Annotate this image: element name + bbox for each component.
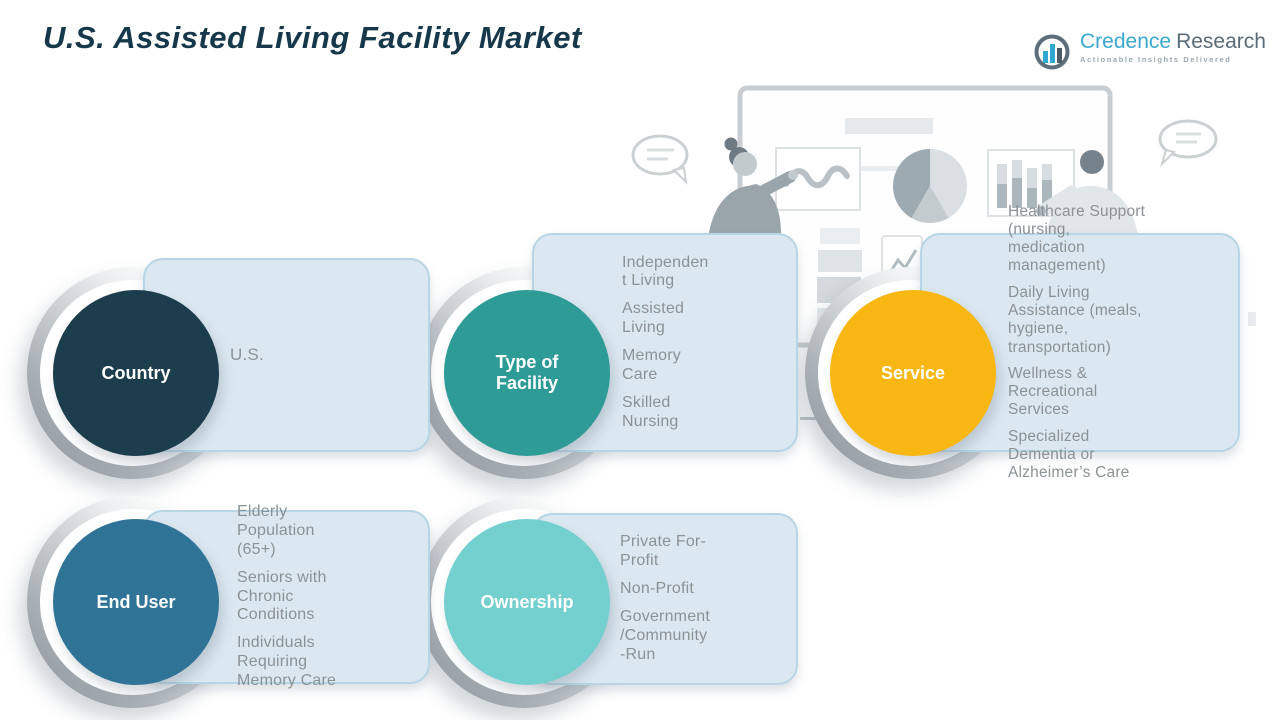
segment-circle-type-of-facility: Type of Facility [444,290,610,456]
brand-tagline: Actionable Insights Delivered [1080,55,1232,64]
list-item: Government/Community-Run [620,608,711,663]
list-item: Daily Living Assistance (meals, hygiene,… [1008,283,1142,356]
list-item: Individuals Requiring Memory Care [237,634,337,690]
brand-name-primary: Credence [1080,30,1172,53]
segment-circle-end-user: End User [53,519,219,685]
brand-name-secondary: Research [1176,30,1266,53]
page-title: U.S. Assisted Living Facility Market [43,20,582,55]
segment-items-service: Healthcare Support (nursing, medication … [922,203,1150,482]
segment-circle-country: Country [53,290,219,456]
list-item: Wellness & Recreational Services [1008,364,1098,419]
pie-chart [893,149,967,223]
list-item: Assisted Living [622,300,685,337]
segment-circle-ownership: Ownership [444,519,610,685]
list-item: Skilled Nursing [622,393,679,430]
bar-chart-circle-icon [1034,34,1070,70]
segment-items-end-user: Elderly Population (65+) Seniors with Chr… [145,503,345,689]
list-item: Private For-Profit [620,533,706,570]
list-item: Non-Profit [620,580,695,598]
segment-label-ownership: Ownership [480,591,574,612]
list-item: Independent Living [622,253,709,290]
segment-circle-service: Service [830,290,996,456]
segment-items-country: U.S. [145,260,305,450]
list-item: Seniors with Chronic Conditions [237,568,327,624]
speech-bubble-left-icon [631,134,689,185]
segment-label-country: Country [101,362,171,383]
speech-bubble-right-icon [1158,119,1218,168]
segment-label-service: Service [880,362,946,383]
segment-label-type-of-facility: Type of Facility [495,352,559,393]
segment-label-end-user: End User [96,591,176,612]
background-mark [1248,312,1256,326]
list-item: Healthcare Support (nursing, medication … [1008,202,1146,275]
list-item: Elderly Population (65+) [237,503,315,558]
list-item: Memory Care [622,347,681,383]
list-item: Specialized Dementia or Alzheimer’s Care [1008,427,1130,482]
list-item: U.S. [230,344,264,364]
